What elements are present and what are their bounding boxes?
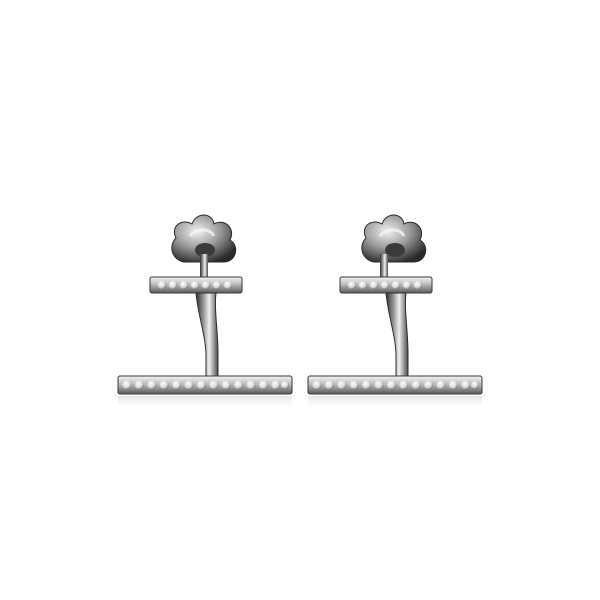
jacket-stem xyxy=(385,292,409,379)
post xyxy=(380,254,388,282)
left-earring xyxy=(117,214,293,410)
bottom-bar-stones xyxy=(122,380,289,390)
post xyxy=(200,254,208,282)
jacket-stem xyxy=(195,292,219,379)
right-earring xyxy=(307,214,483,410)
top-bar-stones xyxy=(347,280,423,290)
bottom-bar-stones xyxy=(312,380,479,390)
reflection xyxy=(308,396,482,410)
top-bar-stones xyxy=(157,280,233,290)
earring-back-icon xyxy=(361,214,427,263)
earring-back-icon xyxy=(171,214,237,263)
reflection xyxy=(118,396,292,410)
